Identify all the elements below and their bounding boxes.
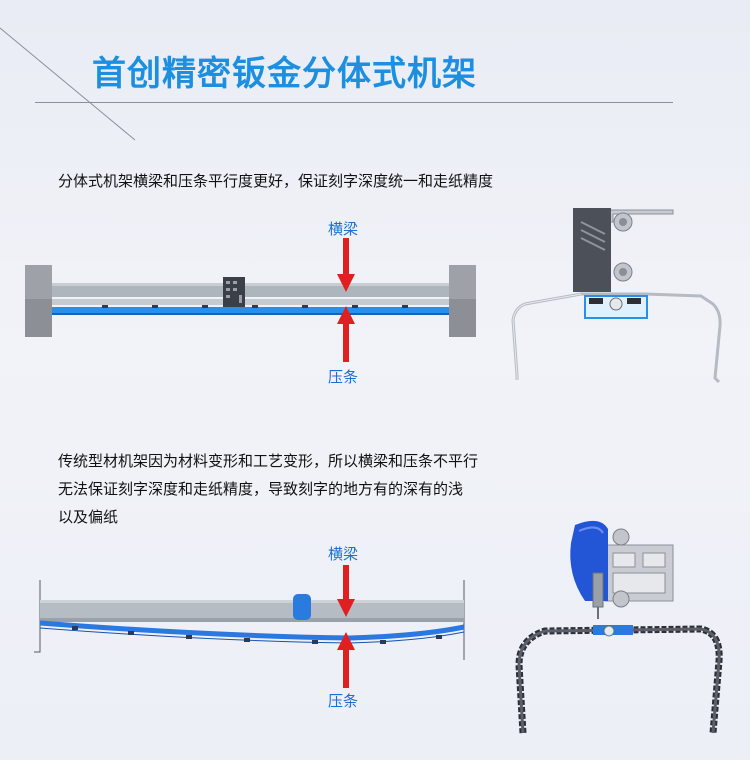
left-end-bracket: [34, 580, 41, 653]
section1-down-arrow: [337, 238, 355, 292]
beam: [52, 283, 449, 297]
section2-down-arrow: [337, 565, 355, 617]
section2-description-line-3: 以及偏纸: [58, 508, 119, 526]
decorative-diagonal-line: [0, 27, 136, 141]
section2-description-line-2: 无法保证刻字深度和走纸精度，导致刻字的地方有的深有的浅: [58, 480, 464, 498]
tool-carriage: [573, 208, 611, 292]
section1-up-arrow: [337, 306, 355, 362]
section2-up-arrow: [337, 632, 355, 688]
split-frame-front-view: [25, 265, 476, 337]
section1-beam-label: 横梁: [328, 220, 359, 238]
carriage-head: [293, 594, 311, 620]
split-frame-cross-section: [511, 208, 722, 384]
beam: [40, 600, 464, 618]
carriage-head: [223, 277, 245, 307]
traditional-frame-front-view: [34, 580, 465, 660]
section1-description: 分体式机架横梁和压条平行度更好，保证刻字深度统一和走纸精度: [58, 172, 494, 190]
corrugated-frame: [515, 625, 723, 734]
pressure-strip: [52, 307, 449, 313]
section2-strip-label: 压条: [328, 692, 359, 710]
section2-description: 传统型材机架因为材料变形和工艺变形，所以横梁和压条不平行 无法保证刻字深度和走纸…: [58, 447, 598, 531]
section2-beam-label: 横梁: [328, 545, 359, 563]
section1-strip-label: 压条: [328, 368, 359, 386]
traditional-frame-cross-section: [515, 520, 723, 734]
warped-pressure-strip: [39, 620, 465, 641]
page-title: 首创精密钣金分体式机架: [92, 54, 477, 94]
section2-description-line-1: 传统型材机架因为材料变形和工艺变形，所以横梁和压条不平行: [58, 452, 479, 470]
title-divider: [35, 102, 673, 103]
